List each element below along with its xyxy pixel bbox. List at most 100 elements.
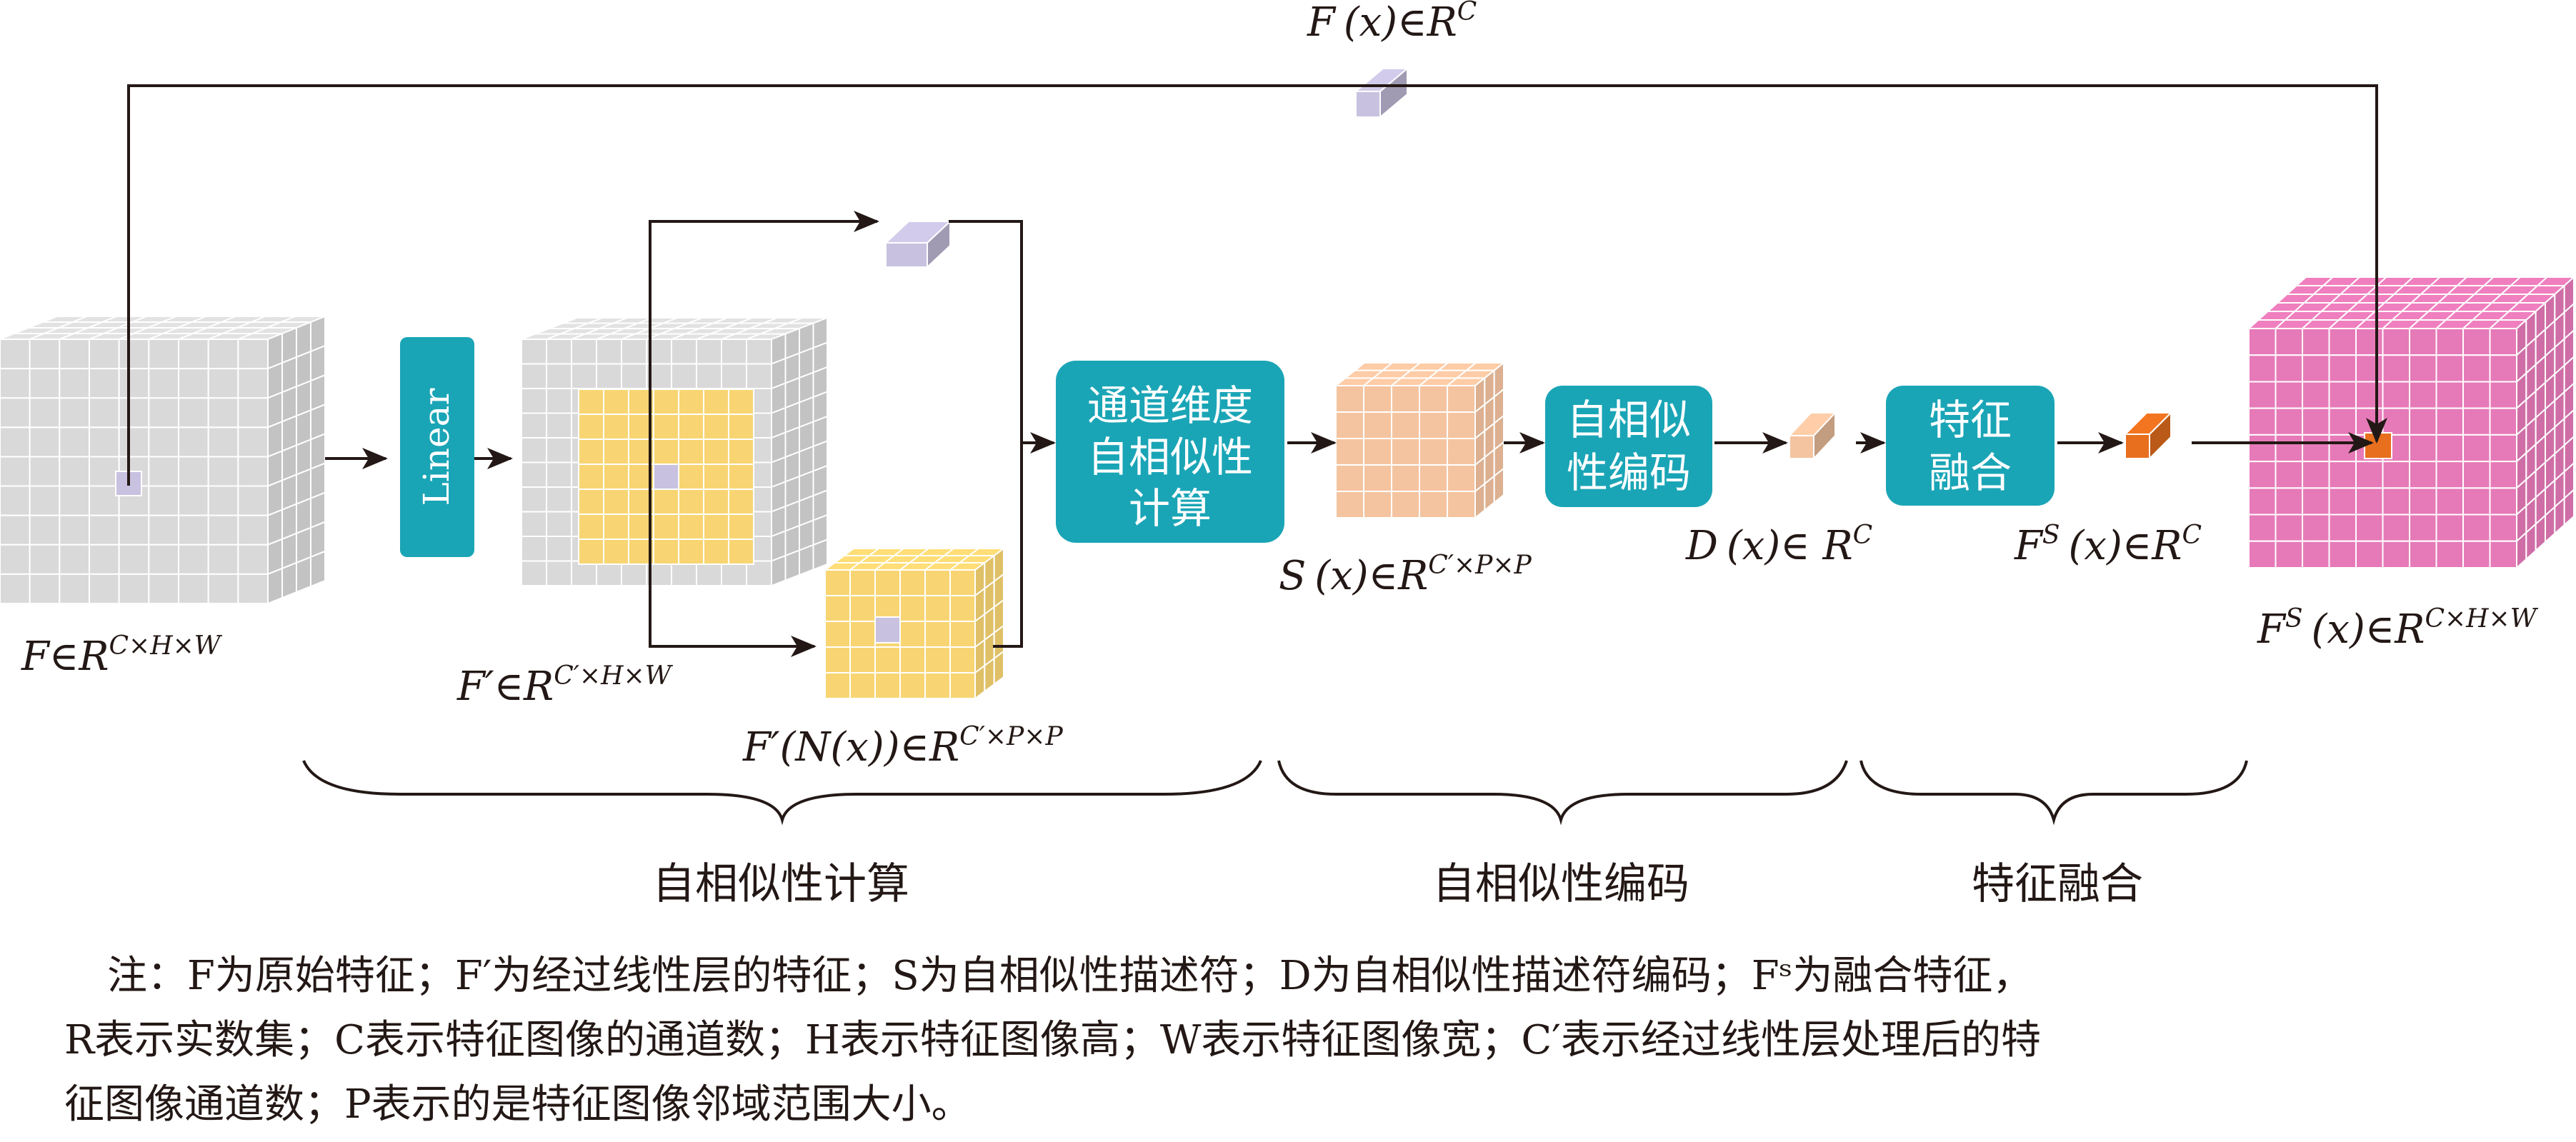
cube-cell	[521, 461, 547, 488]
cube-cell	[874, 646, 901, 673]
cube-cell	[1419, 438, 1448, 466]
cube-cell	[207, 544, 239, 575]
cube-cell	[89, 544, 120, 575]
neighborhood-cell	[603, 389, 629, 415]
cube-cell	[2489, 434, 2517, 463]
cube-cell	[148, 514, 179, 546]
cube-cell	[2328, 381, 2357, 409]
cube-cell	[2489, 354, 2517, 383]
neighborhood-to-merge	[993, 443, 1023, 648]
cube-cell	[1391, 385, 1420, 413]
stage-label-feature-fusion: 特征融合	[1972, 859, 2143, 909]
cube-cell	[207, 397, 239, 429]
cube-cell	[721, 363, 747, 389]
neighborhood-cell	[578, 464, 604, 490]
cube-cell	[89, 573, 120, 604]
cube-cell	[148, 339, 179, 370]
cube-cell	[2462, 487, 2491, 516]
cube-cell	[1335, 411, 1364, 439]
cube-cell	[178, 397, 209, 429]
vector-front	[2125, 434, 2150, 459]
cube-cell	[59, 485, 90, 516]
cube-cell	[89, 514, 120, 546]
cube-cell	[1447, 438, 1476, 466]
cube-cell	[924, 672, 951, 699]
cube-cell	[949, 646, 976, 673]
cube-cell	[148, 485, 179, 516]
cube-cell	[2382, 381, 2410, 409]
cube-cell	[2382, 514, 2410, 542]
cube-cell	[2355, 407, 2384, 436]
center-feature-vector	[884, 219, 952, 269]
figure-note: 注：F为原始特征；F′为经过线性层的特征；S为自相似性描述符；D为自相似性描述符…	[64, 944, 2550, 1137]
stage-braces	[302, 760, 2248, 826]
cube-cell	[237, 573, 269, 604]
cube-side-cell	[296, 556, 311, 593]
cube-cell	[0, 514, 31, 546]
cube-cell	[899, 569, 926, 596]
vector-front	[885, 242, 928, 268]
cube-cell	[118, 339, 150, 370]
cube-cell	[237, 544, 269, 575]
stage-label-similarity-computation: 自相似性计算	[652, 859, 909, 909]
cube-cell	[746, 339, 772, 365]
cube-cell	[237, 485, 269, 516]
brace-similarity-encoding	[1277, 760, 1848, 826]
cube-cell	[2435, 381, 2464, 409]
cube-side-cell	[771, 554, 787, 587]
cube-cell	[949, 672, 976, 699]
cube-cell	[0, 456, 31, 487]
brace-feature-fusion	[1859, 760, 2248, 826]
channel-similarity-line-3: 计算	[1129, 484, 1212, 533]
cube-side-cell	[267, 567, 283, 605]
neighborhood-cell	[678, 489, 704, 515]
neighborhood-cell	[653, 539, 679, 565]
cube-cell	[899, 646, 926, 673]
cube-cell	[621, 363, 647, 389]
cube-cell	[2275, 354, 2303, 383]
cube-cell	[118, 397, 150, 429]
cube-cell	[2409, 540, 2437, 569]
cube-cell	[2355, 354, 2384, 383]
cube-cell	[949, 621, 976, 648]
cube-cell	[849, 621, 876, 648]
cube-cell	[2248, 381, 2277, 409]
cube-cell	[874, 672, 901, 699]
cube-side-cell	[784, 549, 800, 581]
cube-cell	[0, 485, 31, 516]
cube-cell	[59, 426, 90, 458]
cube-cell	[2435, 514, 2464, 542]
cube-cell	[824, 595, 851, 622]
neighborhood-cell	[678, 414, 704, 440]
cube-cell	[118, 368, 150, 399]
neighborhood-cell	[678, 464, 704, 490]
branch-to-center-vector	[649, 211, 879, 459]
cube-cell	[2302, 540, 2330, 569]
cube-cell	[571, 363, 597, 389]
neighborhood-cell	[728, 464, 754, 490]
neighborhood-cell	[578, 414, 604, 440]
cube-cell	[29, 368, 61, 399]
neighborhood-cell	[728, 539, 754, 565]
cube-cell	[2328, 407, 2357, 436]
cube-cell	[89, 426, 120, 458]
cube-cell	[29, 573, 61, 604]
neighborhood-cell	[678, 389, 704, 415]
cube-cell	[2462, 328, 2491, 356]
cube-cell	[0, 397, 31, 429]
cube-cell	[546, 486, 572, 513]
fusion-line-2: 融合	[1929, 449, 2012, 497]
neighborhood-cell	[578, 514, 604, 540]
cube-cell	[1391, 411, 1420, 439]
neighborhood-cell	[703, 539, 729, 565]
cube-cell	[1363, 411, 1392, 439]
neighborhood-cell	[603, 539, 629, 565]
cube-cell	[2302, 407, 2330, 436]
cube-cell	[237, 339, 269, 370]
linear-box: Linear	[400, 337, 474, 557]
cube-cell	[2409, 328, 2437, 356]
cube-cell	[546, 339, 572, 365]
linear-box-label: Linear	[416, 389, 457, 506]
cube-cell	[521, 363, 547, 389]
